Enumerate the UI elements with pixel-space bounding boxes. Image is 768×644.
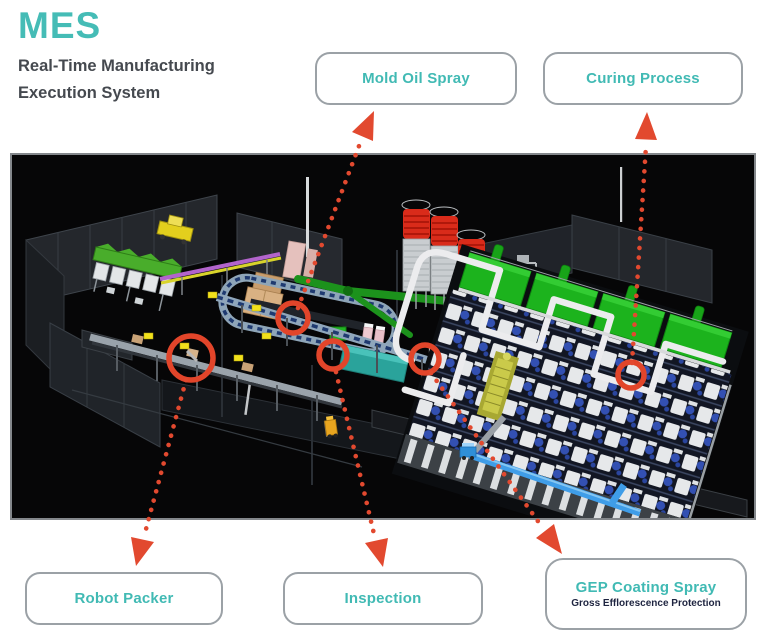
subtitle-line-1: Real-Time Manufacturing xyxy=(18,56,215,75)
yellow-loader-machine xyxy=(156,214,194,245)
subtitle-line-2: Execution System xyxy=(18,83,161,102)
station-markers xyxy=(166,300,647,391)
callout-gep-coating-spray[interactable]: GEP Coating Spray Gross Efflorescence Pr… xyxy=(545,558,747,630)
packer-conveyor xyxy=(81,329,343,421)
page-subtitle: Real-Time Manufacturing Execution System xyxy=(18,53,215,107)
factory-scene-image xyxy=(10,153,756,520)
marker-robot-packer xyxy=(166,333,216,383)
callout-inspection[interactable]: Inspection xyxy=(283,572,483,625)
callout-inspection-label: Inspection xyxy=(344,590,422,607)
callout-curing-process[interactable]: Curing Process xyxy=(543,52,743,105)
arrowhead-robot-packer xyxy=(131,537,154,566)
callout-mold-oil-spray[interactable]: Mold Oil Spray xyxy=(315,52,517,105)
callout-robot-packer-label: Robot Packer xyxy=(74,590,174,607)
header: MES Real-Time Manufacturing Execution Sy… xyxy=(18,5,215,107)
arrowhead-gep xyxy=(536,524,562,554)
callout-gep-coating-spray-label: GEP Coating Spray xyxy=(575,579,717,596)
page-title: MES xyxy=(18,5,102,46)
marker-mold-oil-spray xyxy=(275,300,311,336)
arrowhead-mold-oil-spray xyxy=(352,111,374,141)
marker-gep-coating xyxy=(408,342,442,376)
callout-gep-coating-spray-sublabel: Gross Efflorescence Protection xyxy=(571,598,721,609)
callout-mold-oil-spray-label: Mold Oil Spray xyxy=(362,70,470,87)
factory-scene-svg xyxy=(25,167,749,518)
callout-robot-packer[interactable]: Robot Packer xyxy=(25,572,223,625)
marker-inspection xyxy=(316,338,350,372)
arrowhead-curing xyxy=(635,112,657,140)
curing-module-grid xyxy=(407,289,732,518)
arrowhead-inspection xyxy=(365,538,388,567)
callout-curing-process-label: Curing Process xyxy=(586,70,700,87)
